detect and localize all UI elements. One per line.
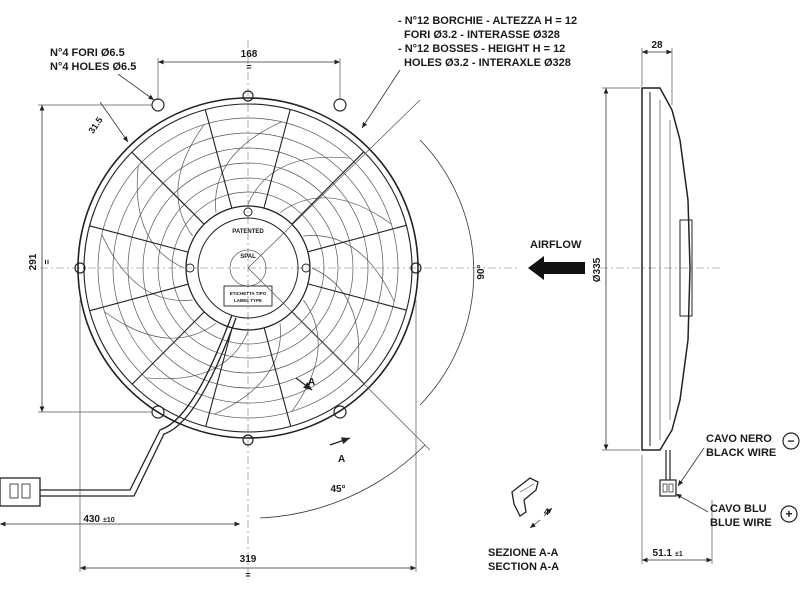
dimension-angle-offset: 31.5 — [86, 101, 129, 143]
black-wire-it: CAVO NERO — [706, 433, 772, 445]
fan-side-view — [641, 87, 693, 497]
blue-wire-en: BLUE WIRE — [710, 517, 772, 529]
section-a-a: 4 SEZIONE A-A SECTION A-A — [488, 477, 559, 573]
motor-hub: PATENTED SPAL ETICHETTA TIPO LABEL TYPE — [185, 205, 311, 331]
section-mark-upper: A — [308, 377, 315, 388]
dim-45: 45° — [330, 484, 345, 495]
power-cable — [0, 314, 237, 507]
section-label-en: SECTION A-A — [488, 561, 559, 573]
dim-291: 291 — [28, 253, 39, 270]
fan-blade — [247, 156, 351, 205]
dimension-cable: 430 ±10 — [0, 514, 240, 527]
guard-spoke — [89, 283, 189, 312]
black-wire-symbol: − — [787, 434, 794, 448]
fan-blade — [104, 311, 217, 339]
dimension-depth: 28 — [641, 40, 673, 105]
section-marks: A A — [295, 377, 351, 465]
guard-spoke — [89, 225, 189, 253]
dim-28: 28 — [651, 40, 663, 51]
section-dim-4: 4 — [544, 507, 549, 517]
airflow-indicator: AIRFLOW — [528, 239, 585, 280]
guard-spoke — [307, 283, 407, 311]
fan-front-view: PATENTED SPAL ETICHETTA TIPO LABEL TYPE — [0, 90, 422, 507]
fan-blades — [101, 121, 395, 415]
guard-spoke — [204, 109, 233, 209]
fan-blade — [145, 331, 249, 380]
dim-90: 90° — [476, 264, 487, 279]
guard-rings — [112, 132, 384, 404]
fan-blade — [215, 121, 282, 213]
dim-eq-bottom: = — [245, 570, 250, 580]
fan-blade — [136, 165, 185, 269]
guard-spoke — [263, 109, 291, 209]
dimension-side-depth: 51.1 ±1 — [641, 455, 713, 564]
fan-blade — [311, 267, 360, 371]
bosses-note-en-2: HOLES Ø3.2 - INTERAXLE Ø328 — [404, 57, 571, 69]
dim-eq-top: = — [246, 62, 251, 72]
holes-note-it: N°4 FORI Ø6.5 — [50, 47, 125, 59]
black-wire-en: BLACK WIRE — [706, 447, 776, 459]
dim-335: Ø335 — [592, 257, 603, 282]
guard-spoke — [205, 327, 233, 427]
bosses-note-en-1: - N°12 BOSSES - HEIGHT H = 12 — [398, 43, 565, 55]
dim-168: 168 — [241, 49, 258, 60]
section-label-it: SEZIONE A-A — [488, 547, 559, 559]
guard-spoke — [307, 224, 407, 253]
label-type-it: ETICHETTA TIPO — [230, 291, 267, 296]
center-lines — [40, 40, 720, 580]
airflow-arrow — [528, 256, 585, 280]
dimension-diameter: Ø335 — [592, 87, 640, 451]
dim-31-5: 31.5 — [86, 115, 104, 135]
dimension-top-width: 168 = — [157, 49, 341, 100]
bosses-note-it-2: FORI Ø3.2 - INTERASSE Ø328 — [404, 29, 560, 41]
guard-spoke — [131, 151, 205, 225]
dim-51-1: 51.1 — [653, 548, 673, 559]
dim-430-tol: ±10 — [103, 517, 115, 524]
guard-spoke — [291, 151, 365, 225]
guard-spoke — [263, 327, 292, 427]
bosses-note-it-1: - N°12 BORCHIE - ALTEZZA H = 12 — [398, 15, 577, 27]
blue-wire-callout: CAVO BLU BLUE WIRE + — [675, 493, 798, 529]
fan-blade — [303, 235, 395, 302]
fan-blade — [291, 299, 319, 412]
dim-430: 430 — [83, 514, 100, 525]
blue-wire-it: CAVO BLU — [710, 503, 767, 515]
dimension-height: 291 = — [28, 104, 152, 413]
dim-319: 319 — [240, 554, 257, 565]
section-mark-lower: A — [338, 454, 345, 465]
bosses-note: - N°12 BORCHIE - ALTEZZA H = 12 FORI Ø3.… — [361, 15, 577, 129]
spal-logo: SPAL — [240, 254, 256, 260]
dim-51-1-tol: ±1 — [675, 551, 683, 558]
label-type-en: LABEL TYPE — [234, 298, 262, 303]
black-wire-callout: CAVO NERO BLACK WIRE − — [677, 432, 800, 487]
guard-spokes — [89, 109, 407, 427]
fan-blade — [214, 323, 281, 415]
fan-blade — [279, 197, 392, 225]
holes-note-en: N°4 HOLES Ø6.5 — [50, 61, 136, 73]
patented-mark: PATENTED — [232, 229, 264, 235]
blue-wire-symbol: + — [785, 507, 792, 521]
fan-blade — [101, 234, 193, 301]
guard-spoke — [131, 311, 205, 385]
dim-eq-left: = — [42, 259, 52, 264]
dimension-angles: 90° 45° — [247, 99, 487, 519]
fan-blade — [177, 124, 205, 237]
airflow-label: AIRFLOW — [530, 239, 582, 251]
holes-note: N°4 FORI Ø6.5 N°4 HOLES Ø6.5 — [50, 47, 155, 101]
